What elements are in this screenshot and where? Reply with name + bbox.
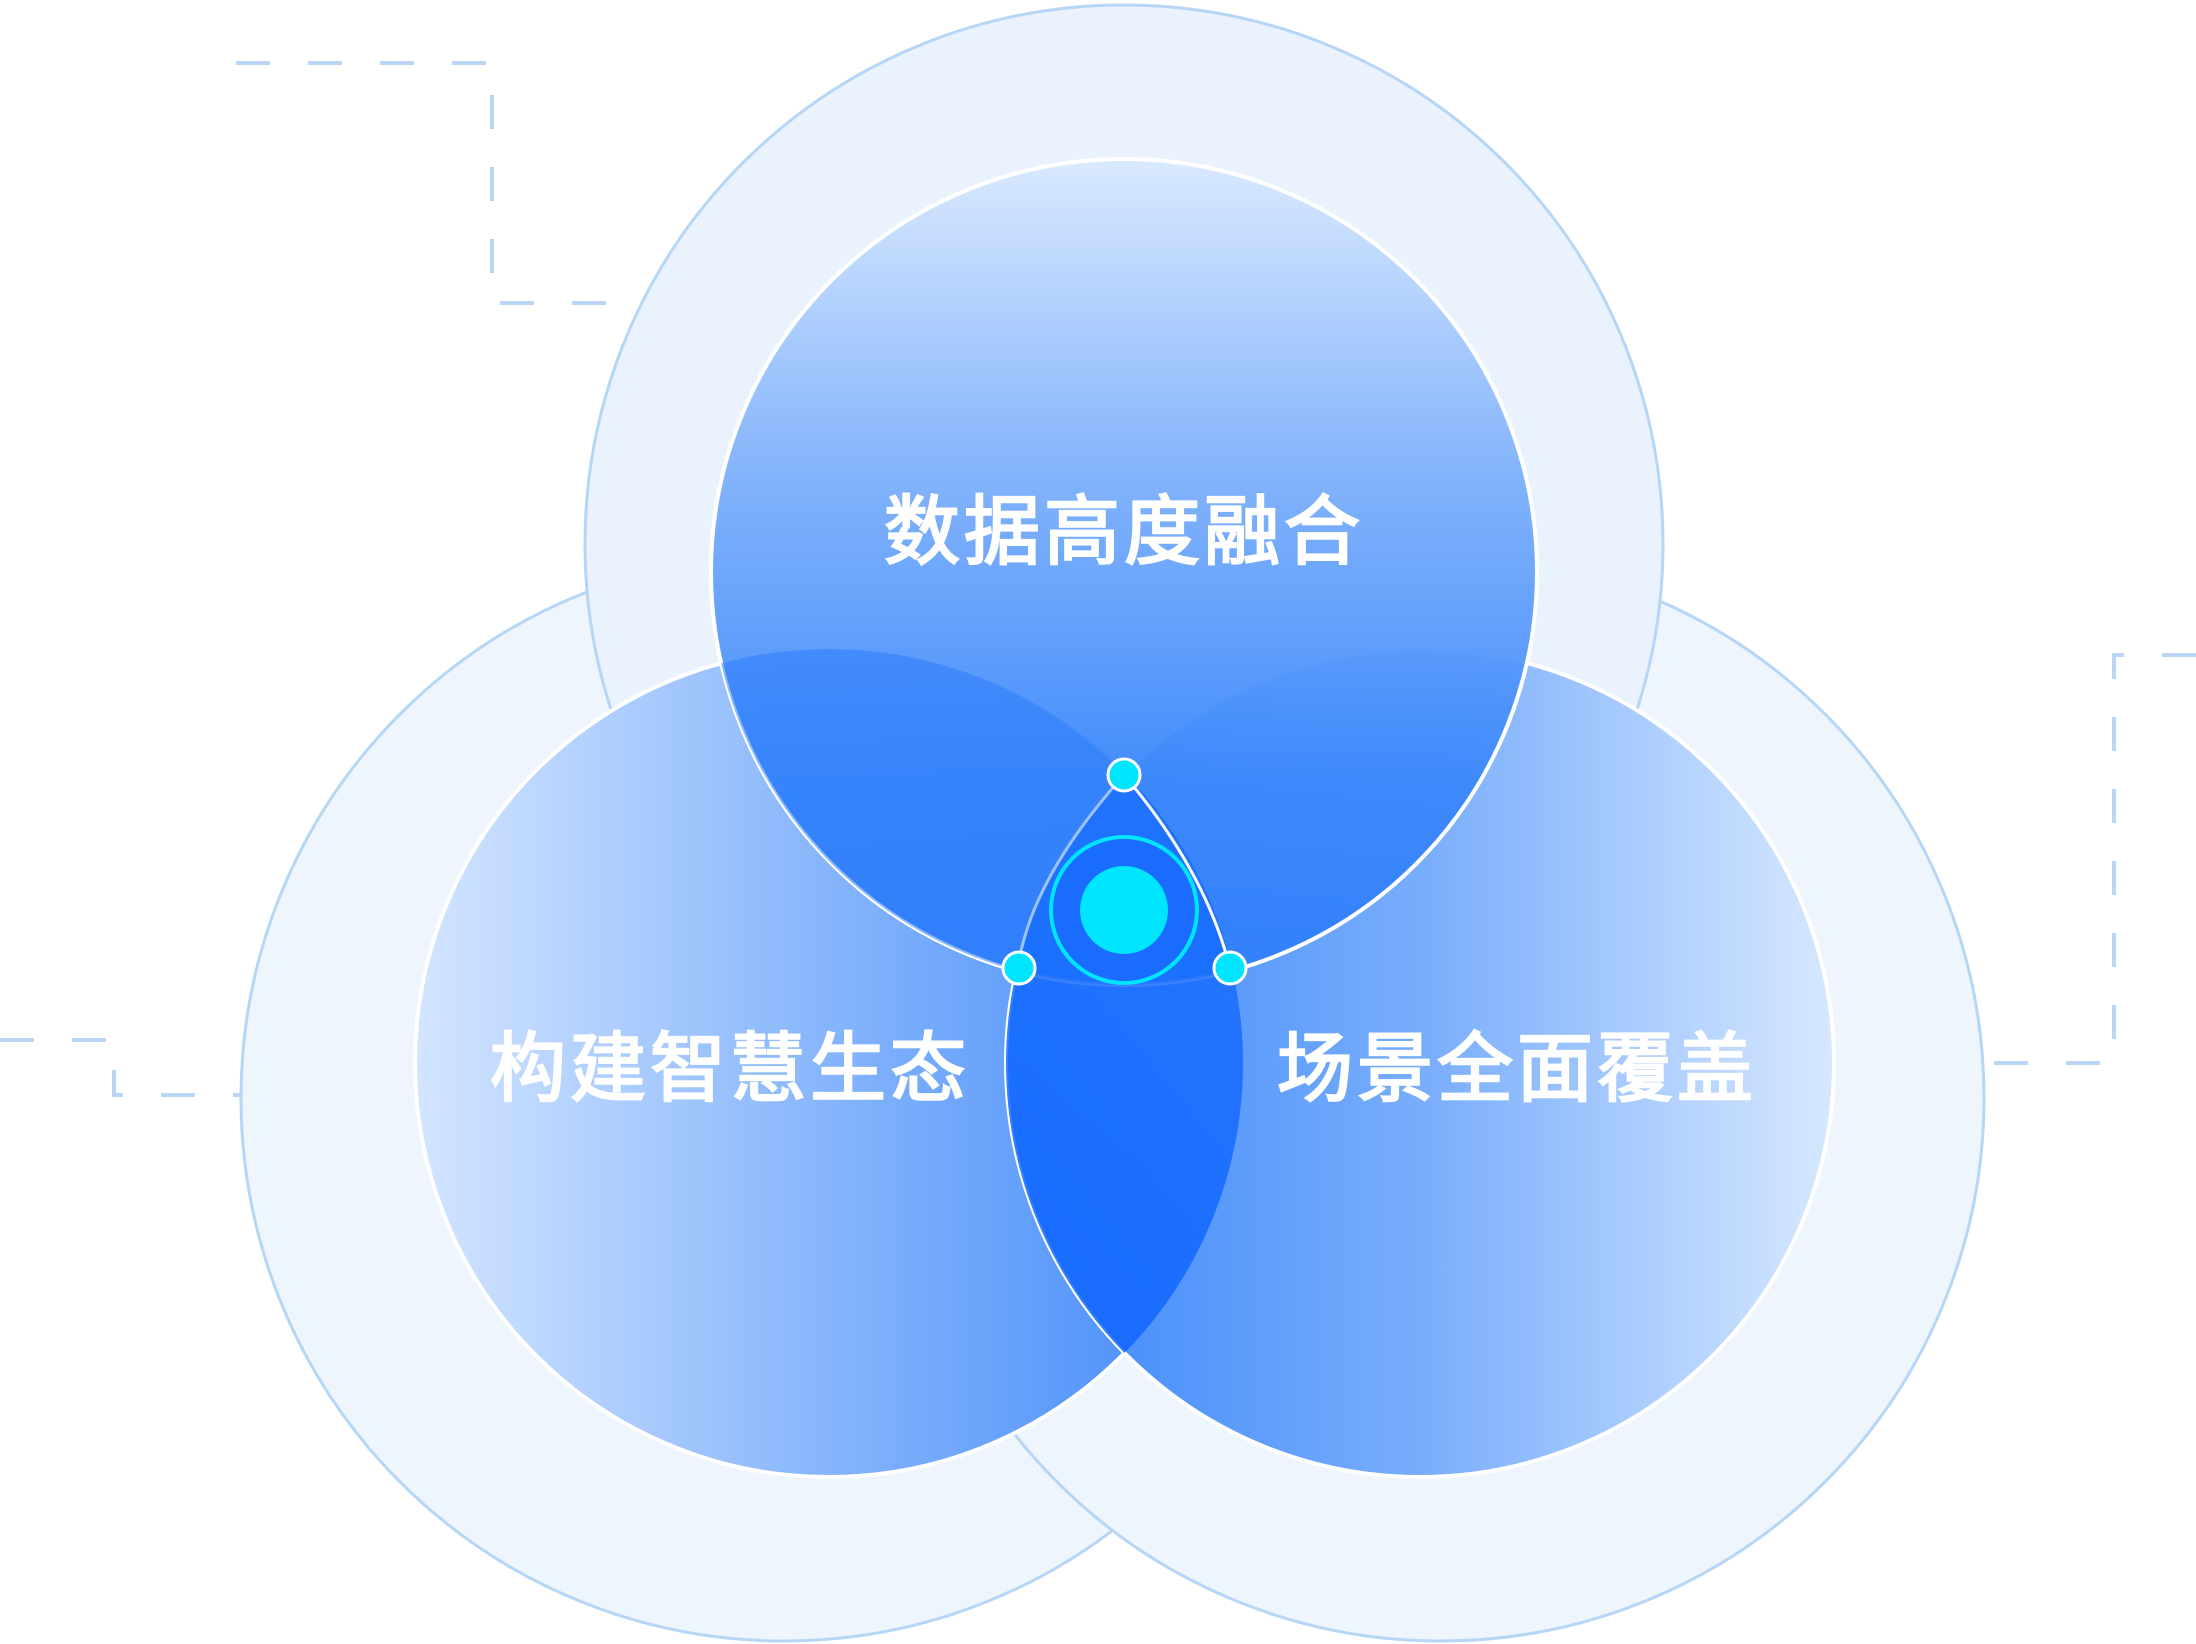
label-left: 构建智慧生态 [490, 1024, 970, 1113]
label-right: 场景全面覆盖 [1277, 1024, 1757, 1113]
node-dot-top [1106, 757, 1142, 793]
label-top: 数据高度融合 [884, 487, 1364, 576]
center-dot [1080, 866, 1168, 954]
overlap-top-left [711, 649, 1243, 985]
node-dot-left [1001, 950, 1037, 986]
intersection-arc-left [1016, 773, 1126, 969]
node-dot-right [1212, 950, 1248, 986]
intersection-arc-right [1122, 774, 1232, 969]
